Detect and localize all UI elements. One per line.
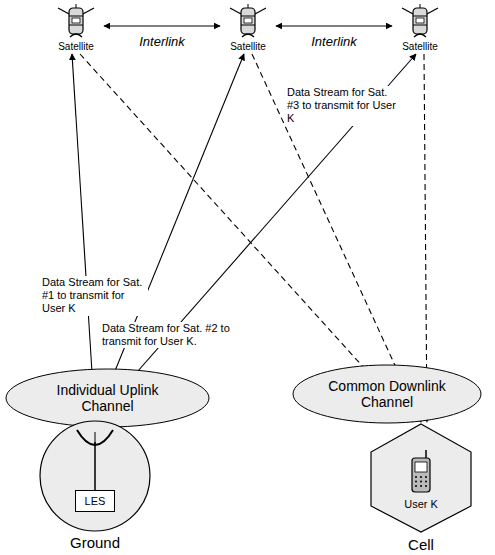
- cell-hexagon: User KCell: [365, 422, 477, 534]
- edge-label: Interlink: [309, 34, 359, 50]
- uplink-line: [72, 54, 95, 420]
- node-label: Satellite: [210, 41, 286, 53]
- edge-label: Data Stream for Sat. #3 to transmit for …: [285, 86, 401, 126]
- node-label: Satellite: [382, 41, 458, 53]
- node-label: LES: [85, 495, 106, 508]
- node-label: Satellite: [38, 41, 114, 53]
- node-label: Ground: [39, 534, 151, 551]
- edge-label: Data Stream for Sat. #1 to transmit for …: [40, 276, 148, 316]
- interlink-arrow: [104, 25, 220, 26]
- node-label: User K: [365, 498, 477, 511]
- satellite: Satellite: [48, 4, 104, 54]
- ground-circle: GroundLES: [39, 420, 151, 532]
- node-label: Common Downlink Channel: [323, 378, 452, 410]
- channel-ellipse: Common Downlink Channel: [292, 364, 482, 424]
- les-box: LES: [75, 490, 115, 512]
- edge-label: Interlink: [137, 34, 187, 50]
- circle-shape: [39, 420, 151, 532]
- node-label: Cell: [365, 536, 477, 553]
- interlink-arrow: [276, 25, 392, 26]
- node-label: Individual Uplink Channel: [41, 382, 175, 414]
- hex-shape: [365, 422, 477, 534]
- satellite: Satellite: [392, 4, 448, 54]
- uplink-line: [95, 54, 244, 420]
- channel-ellipse: Individual Uplink Channel: [5, 368, 210, 428]
- satellite: Satellite: [220, 4, 276, 54]
- edge-label: Data Stream for Sat. #2 to transmit for …: [100, 322, 236, 348]
